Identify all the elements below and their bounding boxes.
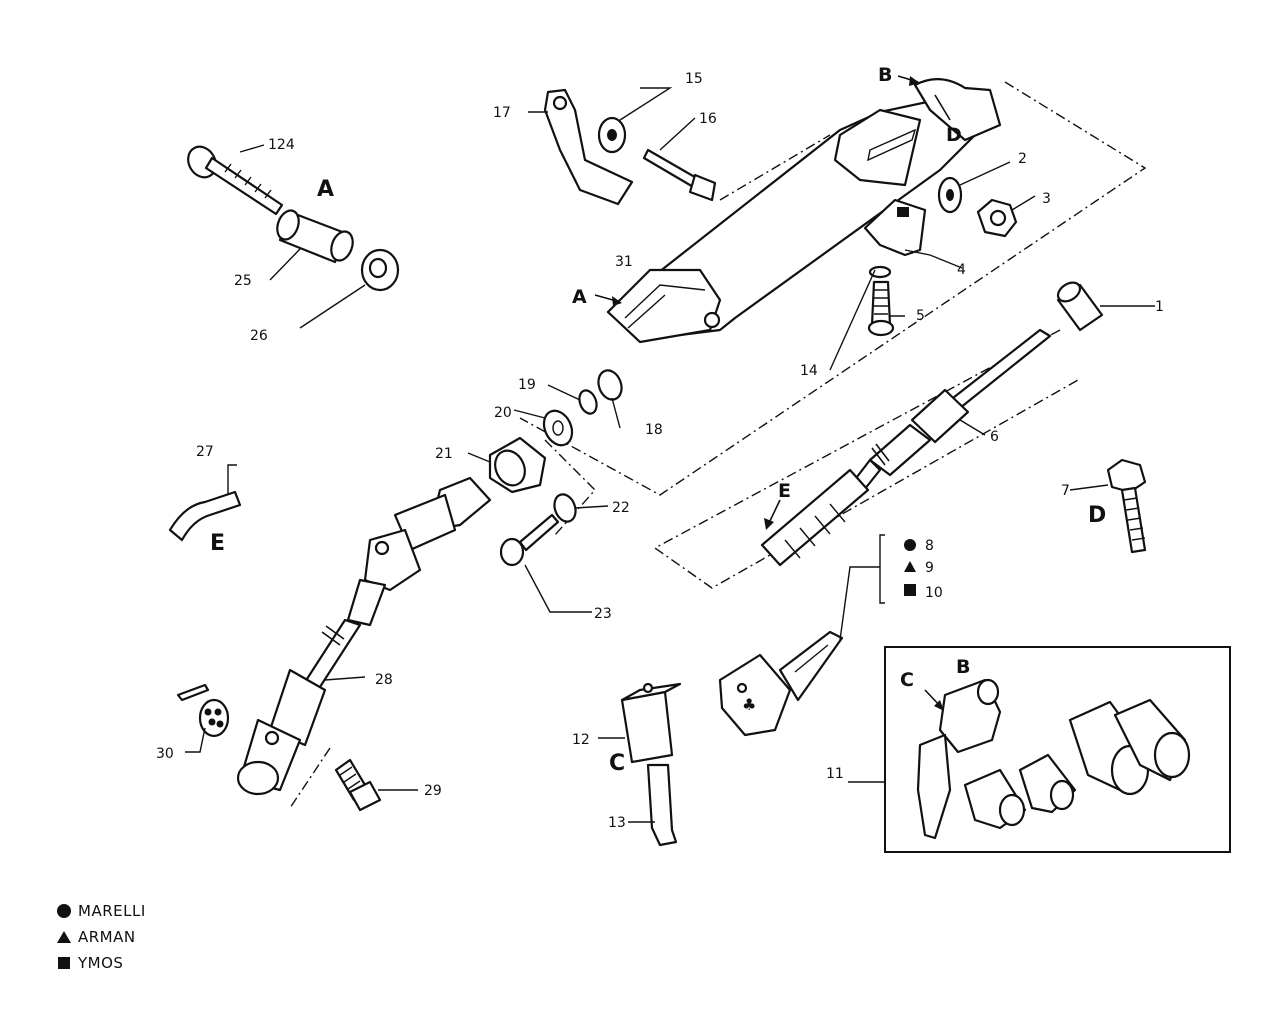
ref-d-bolt: D <box>1088 503 1106 528</box>
label-15: 15 <box>685 71 703 87</box>
assembly-line-bottom <box>289 747 331 809</box>
ref-c-lockset: C <box>900 669 914 691</box>
screw-16 <box>642 148 717 202</box>
screw-5 <box>867 280 895 337</box>
arman-symbol <box>904 561 916 572</box>
label-21: 21 <box>435 446 453 462</box>
washer-14 <box>868 265 892 279</box>
washer-2 <box>937 176 963 214</box>
label-23: 23 <box>594 606 612 622</box>
column-housing <box>606 78 1002 344</box>
label-9: 9 <box>925 560 934 576</box>
ref-a-housing: A <box>572 286 587 308</box>
ref-e-shaft: E <box>778 480 791 502</box>
bushing-1 <box>1056 281 1104 332</box>
label-11: 11 <box>826 766 844 782</box>
label-2: 2 <box>1018 151 1027 167</box>
key-leader <box>839 566 880 641</box>
shaft-6 <box>760 328 1052 567</box>
label-25: 25 <box>234 273 252 289</box>
legend-label: MARELLI <box>78 902 146 920</box>
legend-item-marelli: MARELLI <box>56 898 146 924</box>
label-6: 6 <box>990 429 999 445</box>
lock-set-11 <box>916 678 1191 840</box>
switch-12 <box>620 682 682 764</box>
label-7: 7 <box>1061 483 1070 499</box>
hose-27 <box>168 490 242 542</box>
ref-b-lockset: B <box>956 656 970 678</box>
ref-arrow-e-head <box>764 518 774 530</box>
label-1: 1 <box>1155 299 1164 315</box>
ref-arrow-c-head <box>934 700 944 711</box>
washer-22 <box>553 493 577 523</box>
clip-30 <box>176 683 230 738</box>
label-28: 28 <box>375 672 393 688</box>
label-17: 17 <box>493 105 511 121</box>
label-30: 30 <box>156 746 174 762</box>
label-12: 12 <box>572 732 590 748</box>
ref-arrow-a-head <box>612 296 622 306</box>
triangle-icon <box>56 929 72 945</box>
label-27: 27 <box>196 444 214 460</box>
supplier-legend: MARELLI ARMAN YMOS <box>56 898 146 976</box>
bracket-4 <box>863 198 927 257</box>
nut-21 <box>488 436 547 494</box>
svg-text:♣: ♣ <box>742 695 756 714</box>
variant-bracket <box>879 534 885 604</box>
assembly-line-upper <box>519 81 1147 496</box>
bolt-124 <box>187 145 284 216</box>
washer-20 <box>542 409 574 447</box>
ref-e-hose: E <box>210 531 225 556</box>
bolt-29 <box>334 758 382 812</box>
ref-arrow-b-head <box>909 76 920 86</box>
label-19: 19 <box>518 377 536 393</box>
ymos-symbol <box>904 584 916 596</box>
ref-b-housing: B <box>878 64 892 86</box>
marelli-symbol <box>904 539 916 551</box>
label-26: 26 <box>250 328 268 344</box>
ignition-key: ♣ <box>718 630 844 737</box>
square-icon <box>56 955 72 971</box>
ref-c-switch: C <box>609 751 625 776</box>
label-18: 18 <box>645 422 663 438</box>
legend-label: YMOS <box>78 954 124 972</box>
label-20: 20 <box>494 405 512 421</box>
label-10: 10 <box>925 585 943 601</box>
assembly-line-bolt <box>719 134 831 201</box>
legend-label: ARMAN <box>78 928 136 946</box>
label-8: 8 <box>925 538 934 554</box>
label-3: 3 <box>1042 191 1051 207</box>
label-29: 29 <box>424 783 442 799</box>
intermediate-shaft-28 <box>236 476 492 796</box>
circle-icon <box>56 903 72 919</box>
bolt-7 <box>1106 458 1147 554</box>
ref-arrow-d <box>934 94 951 121</box>
label-31: 31 <box>615 254 633 270</box>
ref-d-housing: D <box>946 124 962 146</box>
label-16: 16 <box>699 111 717 127</box>
assembly-line-shaft <box>653 329 1079 589</box>
key-13 <box>646 763 678 847</box>
ring-19 <box>578 389 598 415</box>
washer-15 <box>597 116 627 154</box>
spacer-25 <box>276 209 354 264</box>
label-5: 5 <box>916 308 925 324</box>
nut-26 <box>360 248 400 292</box>
label-4: 4 <box>957 262 966 278</box>
bolt-23 <box>499 513 560 567</box>
assembly-line-joint <box>544 439 596 536</box>
label-124: 124 <box>268 137 295 153</box>
nut-3 <box>976 198 1018 238</box>
ring-18 <box>597 369 623 401</box>
ref-a-top: A <box>317 177 334 202</box>
lever-17 <box>543 88 634 206</box>
label-14: 14 <box>800 363 818 379</box>
legend-item-ymos: YMOS <box>56 950 146 976</box>
legend-item-arman: ARMAN <box>56 924 146 950</box>
label-13: 13 <box>608 815 626 831</box>
leader-lines <box>185 87 1155 823</box>
label-22: 22 <box>612 500 630 516</box>
